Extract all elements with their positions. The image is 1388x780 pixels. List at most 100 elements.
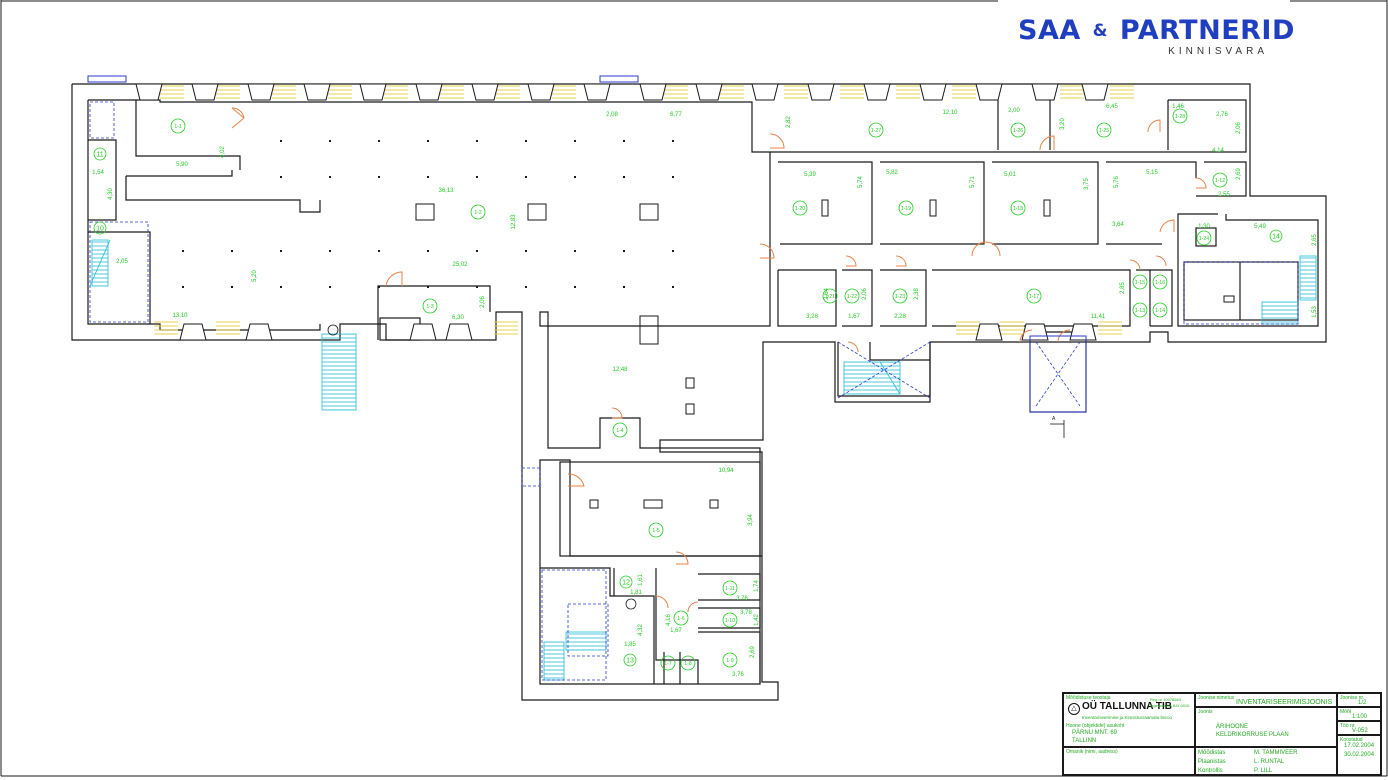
sheet-cell: Joonise nr. 1/2	[1337, 693, 1381, 707]
svg-text:1-15: 1-15	[1135, 280, 1145, 286]
room-label: 1-4	[612, 422, 628, 438]
inner-wall	[88, 99, 771, 685]
svg-text:1-9: 1-9	[726, 658, 733, 664]
dimension-label: 5,71	[970, 176, 976, 188]
drawing-title-cell: Joonis ÄRIHOONE KELDRIKORRUSE PLAAN	[1195, 707, 1337, 747]
dimension-label: 2,38	[914, 288, 920, 300]
room-label: 1-22	[844, 288, 860, 304]
room-label: 1-11	[722, 580, 738, 596]
column-grid-dots	[182, 140, 674, 288]
svg-text:10: 10	[96, 226, 104, 233]
brand-name-part1: SAA	[1018, 15, 1081, 46]
dimension-label: 2,00	[1008, 108, 1020, 114]
dimension-label: 1,54	[92, 170, 104, 176]
window	[216, 85, 240, 99]
window-niche	[751, 83, 779, 101]
room-label: 1-18	[1010, 200, 1026, 216]
dimension-label: 1,46	[1172, 104, 1184, 110]
window-niche	[471, 83, 499, 101]
city: TALLINN	[1072, 738, 1097, 744]
window	[160, 85, 184, 99]
company-cell: Mõõdistuse teostaja △ OÜ TALLUNNA TIB In…	[1063, 693, 1195, 747]
svg-text:13: 13	[626, 658, 634, 665]
room-label: 1-19	[898, 200, 914, 216]
building-walls	[71, 83, 1327, 701]
dimension-label: 5,20	[252, 270, 258, 282]
svg-text:1-11: 1-11	[725, 586, 735, 592]
window-niche	[179, 323, 207, 341]
svg-text:1-21: 1-21	[825, 294, 835, 300]
address: PÄRNU MNT. 69	[1072, 730, 1118, 736]
dimension-label: 12,83	[511, 214, 517, 230]
name-drafted: L. RUNTAL	[1254, 759, 1285, 765]
work-number-caption: Töö nr.	[1340, 723, 1356, 729]
dimension-label: 5,49	[1254, 224, 1266, 230]
room-label: 1-3	[422, 298, 438, 314]
role-drafted: Plaanistas	[1198, 759, 1226, 765]
room-label: 1-21	[822, 288, 838, 304]
window-niche	[409, 323, 437, 341]
dimension-label: 5,74	[858, 176, 864, 188]
window-niche	[975, 83, 1003, 101]
window	[952, 85, 976, 99]
dimension-label: 5,76	[1114, 176, 1120, 188]
window	[1000, 321, 1024, 335]
window	[840, 85, 864, 99]
brand-tagline: KINNISVARA	[1168, 46, 1268, 57]
dimension-label: 2,69	[1236, 168, 1242, 180]
stair-number: 14	[1269, 229, 1283, 243]
svg-text:1-18: 1-18	[1013, 206, 1023, 212]
stair-number: 12	[619, 575, 633, 589]
dimension-label: 3,75	[1084, 178, 1090, 190]
window-niche	[1069, 323, 1097, 341]
company-caption: Mõõdistuse teostaja	[1066, 695, 1111, 701]
columns	[415, 199, 1235, 509]
stair-room-14-b	[1261, 301, 1299, 325]
owner-cell: Omanik (nimi, aadress)	[1063, 747, 1195, 775]
dimension-label: 1,42	[754, 614, 760, 626]
company-name: OÜ TALLUNNA TIB	[1082, 701, 1172, 712]
dimension-label: 1,67	[848, 314, 860, 320]
room-label: 1-8	[680, 655, 696, 671]
window	[1110, 85, 1134, 99]
dimension-label: 1,85	[624, 642, 636, 648]
dimension-label: 25,02	[452, 262, 468, 268]
sheet-number: 1/2	[1358, 700, 1367, 706]
dimension-label: 3,64	[1112, 222, 1124, 228]
company-note: Reg.nr 10078563 tegevusluba INV 0010	[1150, 697, 1190, 708]
dimension-labels: 5,904,021,544,302,0536,1312,835,2025,021…	[92, 104, 1318, 678]
svg-text:1-24: 1-24	[1199, 236, 1209, 242]
room-label: 1-14	[1152, 302, 1168, 318]
window-niche	[639, 83, 667, 101]
date-1: 17.02.2004	[1344, 743, 1375, 749]
window	[496, 85, 520, 99]
svg-text:1-25: 1-25	[1099, 128, 1109, 134]
room-label: 1-5	[648, 522, 664, 538]
dimension-label: 3,78	[740, 610, 752, 616]
window	[328, 85, 352, 99]
scale-value: 1:100	[1352, 714, 1368, 720]
svg-text:14: 14	[1272, 234, 1280, 241]
role-checked: Kontrollis	[1198, 768, 1223, 774]
dimension-label: 2,85	[1120, 282, 1126, 294]
window-niches	[135, 83, 1109, 341]
svg-text:1-12: 1-12	[1215, 178, 1225, 184]
window	[154, 321, 178, 335]
dimension-label: 11,41	[1091, 314, 1106, 320]
dimension-label: 4,32	[638, 624, 644, 636]
svg-text:1-27: 1-27	[871, 128, 881, 134]
work-number-cell: Töö nr. V-052	[1337, 721, 1381, 735]
stair-room-13	[565, 631, 607, 651]
window-niche	[359, 83, 387, 101]
room-label: 1-2	[470, 204, 486, 220]
dimension-label: 12,10	[942, 110, 958, 116]
svg-text:11: 11	[96, 152, 103, 159]
dimension-label: 2,06	[1236, 122, 1242, 134]
window	[784, 85, 808, 99]
window-niche	[303, 83, 331, 101]
date-caption: Koostatud	[1340, 737, 1363, 743]
svg-text:1-3: 1-3	[426, 304, 433, 310]
svg-text:1-23: 1-23	[895, 294, 905, 300]
